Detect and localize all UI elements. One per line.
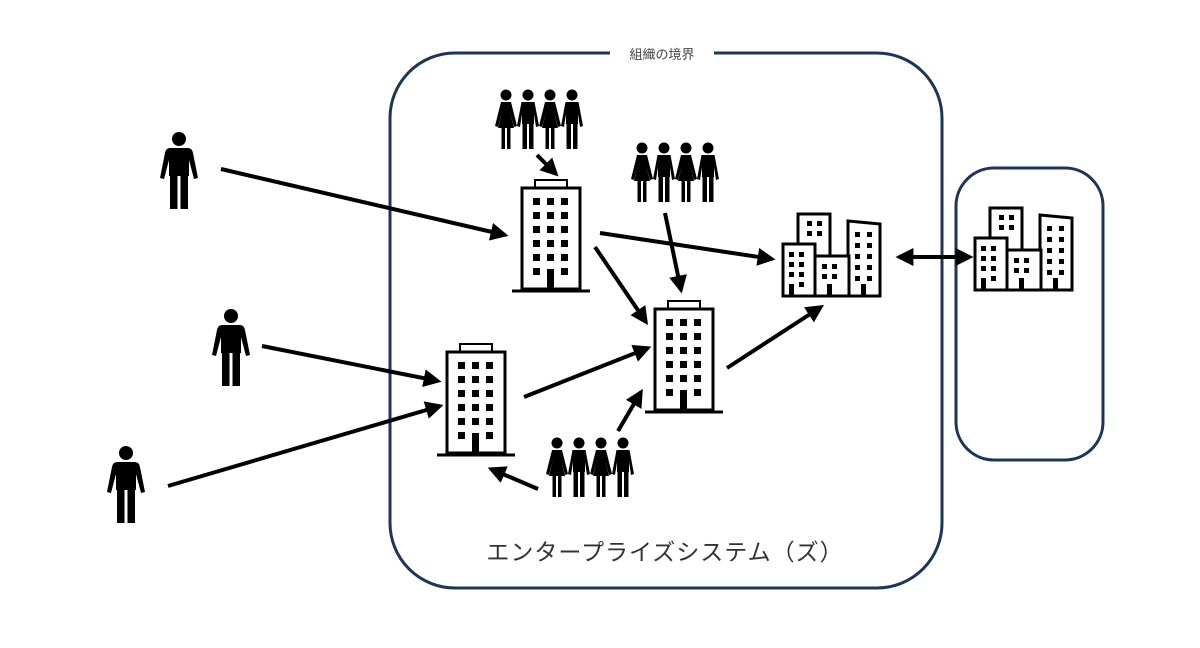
arrow-building-a-to-city — [599, 231, 776, 266]
external-boundary — [954, 166, 1105, 462]
office-building-icon — [510, 178, 592, 293]
arrow-group1-to-building-a — [535, 153, 559, 177]
person-icon — [160, 132, 198, 209]
arrow-group3-to-building-c — [616, 388, 643, 433]
arrow-group2-to-building-c — [663, 212, 687, 294]
arrow-building-a-to-building-c — [593, 245, 649, 325]
person-icon — [107, 446, 145, 523]
office-building-icon — [435, 342, 517, 457]
arrow-person2-to-building-b — [261, 344, 442, 388]
arrow-person3-to-building-b — [167, 401, 444, 488]
organization-boundary-label: 組織の境界 — [629, 48, 694, 63]
enterprise-system-label: エンタープライズシステム（ズ） — [486, 540, 843, 566]
group-icon — [631, 143, 719, 203]
city-buildings-icon — [973, 206, 1074, 292]
group-icon — [495, 90, 583, 150]
arrow-building-b-to-building-c — [523, 344, 652, 399]
boundary-label-background — [610, 45, 714, 63]
person-icon — [212, 309, 250, 386]
group-icon — [546, 438, 634, 498]
city-buildings-icon — [781, 212, 882, 298]
office-building-icon — [643, 299, 725, 414]
arrow-person1-to-building-a — [220, 167, 509, 241]
arrow-group3-to-building-b — [487, 466, 539, 491]
arrow-building-c-to-city — [725, 305, 825, 370]
